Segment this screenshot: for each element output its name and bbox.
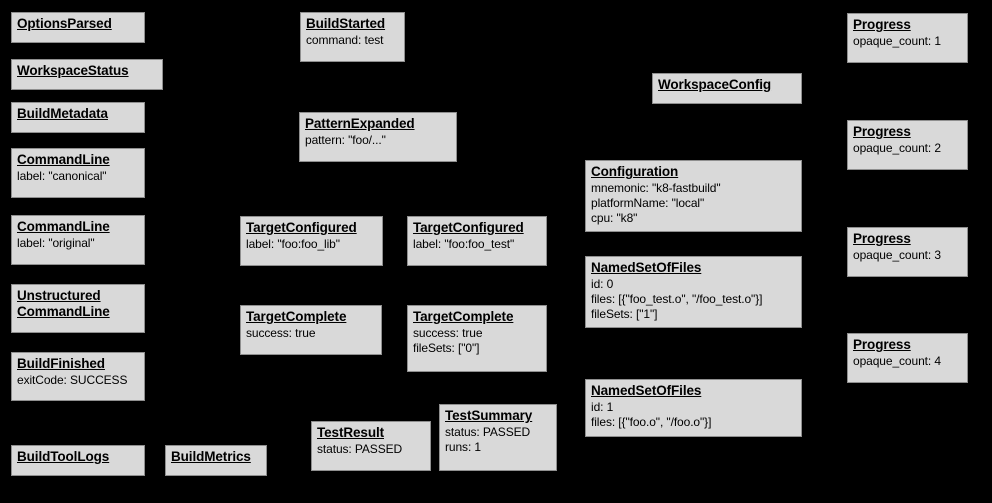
event-node-command-line-original[interactable]: CommandLine label: "original" <box>11 215 145 265</box>
event-node-field: id: 1 <box>591 400 614 414</box>
event-node-title: Progress <box>853 337 911 352</box>
event-node-fields: exitCode: SUCCESS <box>17 373 139 388</box>
event-node-field: mnemonic: "k8-fastbuild" <box>591 181 721 195</box>
event-node-build-metadata[interactable]: BuildMetadata <box>11 102 145 133</box>
event-node-field: cpu: "k8" <box>591 211 638 225</box>
event-node-build-metrics[interactable]: BuildMetrics <box>165 445 267 476</box>
event-node-fields: label: "foo:foo_lib" <box>246 237 377 252</box>
event-node-fields: opaque_count: 2 <box>853 141 962 156</box>
event-node-pattern-expanded[interactable]: PatternExpanded pattern: "foo/..." <box>299 112 457 162</box>
event-node-command-line-canonical[interactable]: CommandLine label: "canonical" <box>11 148 145 198</box>
event-node-fields: pattern: "foo/..." <box>305 133 451 148</box>
event-node-options-parsed[interactable]: OptionsParsed <box>11 12 145 43</box>
event-node-title: Progress <box>853 231 911 246</box>
event-node-build-tool-logs[interactable]: BuildToolLogs <box>11 445 145 476</box>
event-node-field: opaque_count: 2 <box>853 141 941 155</box>
event-node-progress-4[interactable]: Progress opaque_count: 4 <box>847 333 968 383</box>
event-node-field: status: PASSED <box>317 442 403 456</box>
event-node-title: TargetConfigured <box>413 220 524 235</box>
event-node-field: label: "original" <box>17 236 95 250</box>
event-node-field: runs: 1 <box>445 440 481 454</box>
event-node-test-result[interactable]: TestResult status: PASSED <box>311 421 431 471</box>
event-node-target-complete-lib[interactable]: TargetComplete success: true <box>240 305 382 355</box>
event-node-fields: label: "canonical" <box>17 169 139 184</box>
event-node-field: exitCode: SUCCESS <box>17 373 128 387</box>
event-node-field: command: test <box>306 33 384 47</box>
event-node-field: fileSets: ["1"] <box>591 307 658 321</box>
event-node-field: opaque_count: 3 <box>853 248 941 262</box>
event-node-title: Progress <box>853 17 911 32</box>
event-node-fields: label: "foo:foo_test" <box>413 237 541 252</box>
event-node-title: Unstructured CommandLine <box>17 288 110 319</box>
event-node-fields: success: true <box>246 326 376 341</box>
event-node-field: success: true <box>413 326 483 340</box>
event-node-fields: label: "original" <box>17 236 139 251</box>
event-node-workspace-config[interactable]: WorkspaceConfig <box>652 73 802 104</box>
event-node-field: platformName: "local" <box>591 196 705 210</box>
event-node-title: NamedSetOfFiles <box>591 260 702 275</box>
event-node-configuration[interactable]: Configuration mnemonic: "k8-fastbuild"pla… <box>585 160 802 232</box>
event-node-field: opaque_count: 1 <box>853 34 941 48</box>
event-node-title: TargetComplete <box>246 309 347 324</box>
event-node-field: files: [{"foo.o", "/foo.o"}] <box>591 415 712 429</box>
event-node-title: BuildMetadata <box>17 106 108 121</box>
event-node-fields: opaque_count: 1 <box>853 34 962 49</box>
event-node-field: label: "canonical" <box>17 169 107 183</box>
event-node-field: id: 0 <box>591 277 614 291</box>
event-node-fields: opaque_count: 3 <box>853 248 962 263</box>
event-node-title: TestResult <box>317 425 385 440</box>
event-node-build-started[interactable]: BuildStarted command: test <box>300 12 405 62</box>
event-node-fields: mnemonic: "k8-fastbuild"platformName: "l… <box>591 181 796 226</box>
event-node-field: opaque_count: 4 <box>853 354 941 368</box>
event-node-title: Configuration <box>591 164 679 179</box>
event-node-field: status: PASSED <box>445 425 531 439</box>
event-node-title: TargetConfigured <box>246 220 357 235</box>
event-node-progress-1[interactable]: Progress opaque_count: 1 <box>847 13 968 63</box>
event-node-target-configured-foo-test[interactable]: TargetConfigured label: "foo:foo_test" <box>407 216 547 266</box>
event-node-field: pattern: "foo/..." <box>305 133 386 147</box>
event-node-title: WorkspaceConfig <box>658 77 772 92</box>
event-node-unstructured-command-line[interactable]: Unstructured CommandLine <box>11 284 145 333</box>
event-node-field: success: true <box>246 326 316 340</box>
event-node-title: TestSummary <box>445 408 533 423</box>
event-node-fields: command: test <box>306 33 399 48</box>
event-node-fields: opaque_count: 4 <box>853 354 962 369</box>
event-node-title: BuildFinished <box>17 356 105 371</box>
event-node-progress-2[interactable]: Progress opaque_count: 2 <box>847 120 968 170</box>
event-node-target-configured-foo-lib[interactable]: TargetConfigured label: "foo:foo_lib" <box>240 216 383 266</box>
event-node-workspace-status[interactable]: WorkspaceStatus <box>11 59 163 90</box>
event-node-build-finished[interactable]: BuildFinished exitCode: SUCCESS <box>11 352 145 401</box>
event-node-field: fileSets: ["0"] <box>413 341 480 355</box>
event-node-title: NamedSetOfFiles <box>591 383 702 398</box>
event-node-title: CommandLine <box>17 152 110 167</box>
event-node-title: TargetComplete <box>413 309 514 324</box>
event-node-progress-3[interactable]: Progress opaque_count: 3 <box>847 227 968 277</box>
event-node-fields: status: PASSED <box>317 442 425 457</box>
event-node-title: PatternExpanded <box>305 116 415 131</box>
event-node-title: Progress <box>853 124 911 139</box>
event-node-title: BuildToolLogs <box>17 449 110 464</box>
event-node-title: BuildStarted <box>306 16 386 31</box>
event-node-title: WorkspaceStatus <box>17 63 129 78</box>
event-node-field: label: "foo:foo_test" <box>413 237 515 251</box>
event-node-title: CommandLine <box>17 219 110 234</box>
event-node-field: files: [{"foo_test.o", "/foo_test.o"}] <box>591 292 763 306</box>
event-node-title: OptionsParsed <box>17 16 112 31</box>
event-node-title: BuildMetrics <box>171 449 251 464</box>
event-node-field: label: "foo:foo_lib" <box>246 237 340 251</box>
